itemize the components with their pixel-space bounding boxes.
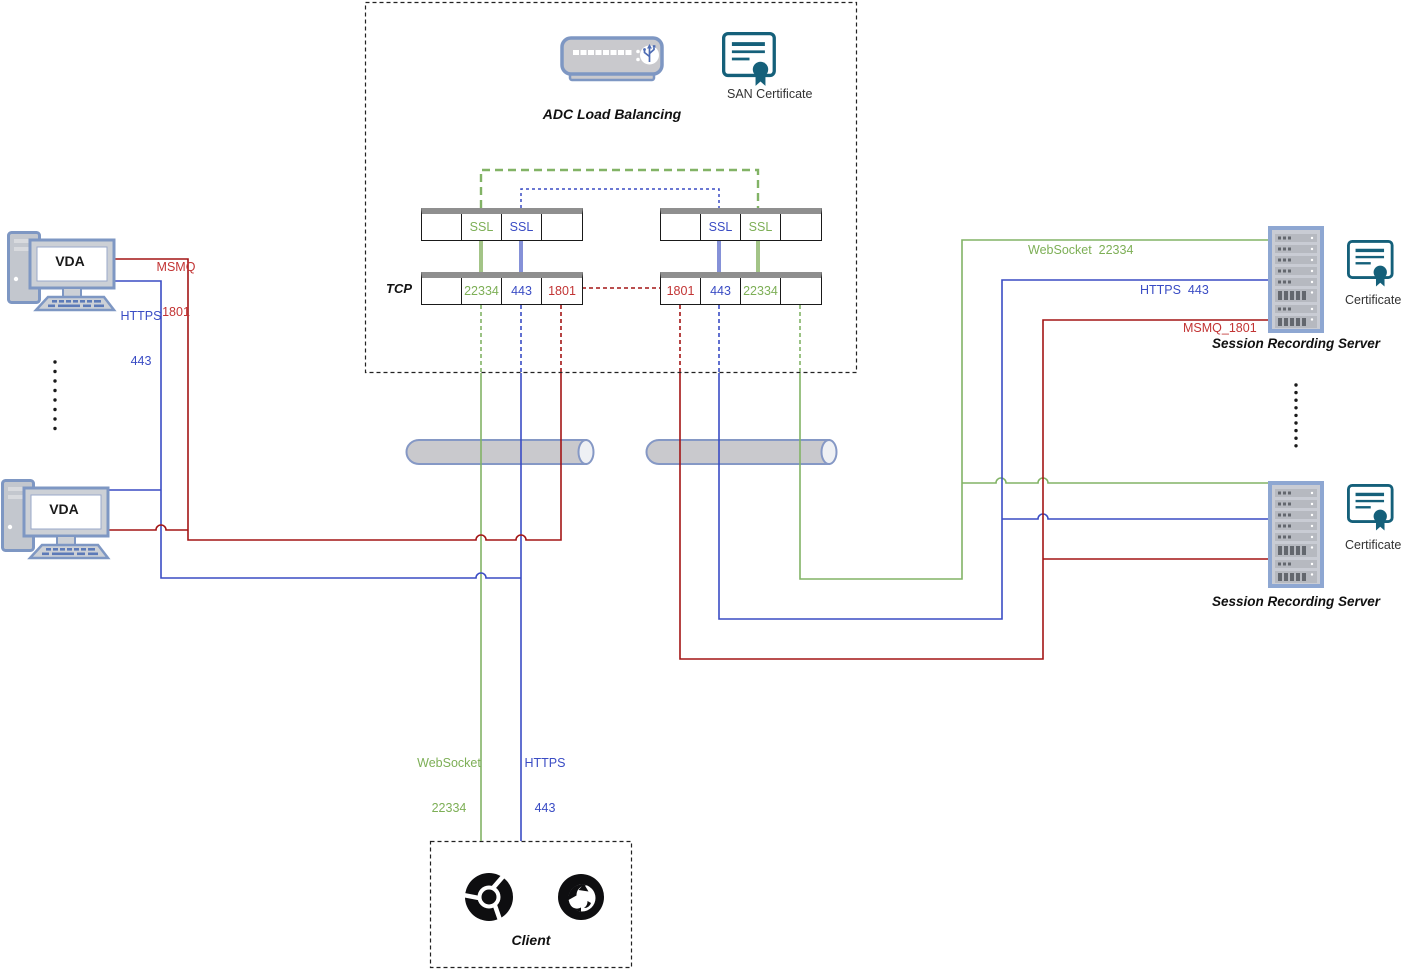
websocket-lines	[479, 168, 1270, 841]
ssl-cell	[661, 214, 701, 240]
https-line-to-server1	[718, 279, 1270, 620]
websocket-port-label-client: WebSocket 22334	[409, 726, 489, 831]
vda-desktop-icon-top	[7, 231, 117, 312]
port-number: 443	[534, 801, 556, 815]
right-tcp-row: 1801 443 22334	[660, 272, 822, 305]
server-rack-icon-bottom	[1268, 481, 1324, 588]
https-port-label-left: HTTPS 443	[101, 279, 181, 384]
ssl-cell	[422, 214, 462, 240]
websocket-line-to-server1	[799, 239, 1270, 580]
vda-desktop-icon-bottom	[1, 479, 111, 560]
port-number: 1801	[162, 305, 190, 319]
ssl-cell-https: SSL	[502, 214, 542, 240]
ssl-loop-green-dashed	[479, 168, 760, 208]
ssl-cell-https: SSL	[701, 214, 741, 240]
https-line-vda1	[110, 280, 521, 579]
tcp-row-label: TCP	[386, 281, 412, 296]
certificate-label-top: Certificate	[1345, 293, 1402, 307]
protocol-name: WebSocket	[417, 756, 481, 770]
msmq-line-vda1	[110, 258, 562, 541]
vda-label-top: VDA	[55, 253, 85, 269]
client-label: Client	[511, 932, 551, 948]
msmq-line-to-server1	[679, 319, 1270, 660]
ssl-cell	[542, 214, 582, 240]
left-tcp-row: 22334 443 1801	[421, 272, 583, 305]
ssl-loop-blue-dashed	[520, 188, 720, 208]
chrome-icon	[463, 873, 513, 921]
ssl-cell-websocket: SSL	[462, 214, 502, 240]
port-number: 22334	[431, 801, 467, 815]
certificate-icon-top	[1347, 240, 1394, 287]
san-certificate-icon	[722, 32, 776, 86]
session-recording-server-label-bottom: Session Recording Server	[1211, 594, 1381, 609]
protocol-name: HTTPS	[524, 756, 566, 770]
protocol-name: HTTPS	[120, 309, 162, 323]
pipe-right	[645, 439, 838, 465]
session-recording-server-label-top: Session Recording Server	[1211, 336, 1381, 351]
vda-ellipsis	[53, 360, 57, 431]
tcp-port-cell	[781, 278, 821, 304]
right-ssl-row: SSL SSL	[660, 208, 822, 241]
port-number: 443	[130, 354, 152, 368]
msmq-lines	[104, 258, 1270, 660]
tcp-port-cell-22334: 22334	[741, 278, 781, 304]
tcp-port-cell-443: 443	[701, 278, 741, 304]
tcp-port-cell-443: 443	[502, 278, 542, 304]
certificate-label-bottom: Certificate	[1345, 538, 1402, 552]
websocket-branch-server2	[962, 477, 1270, 484]
tcp-port-cell	[422, 278, 462, 304]
msmq-port-label-left: MSMQ 1801	[136, 230, 216, 335]
certificate-icon-bottom	[1347, 484, 1394, 531]
firefox-icon	[558, 874, 604, 920]
https-port-label-right: HTTPS 443	[1140, 283, 1209, 297]
server-ellipsis	[1294, 383, 1298, 448]
server-rack-icon-top	[1268, 226, 1324, 333]
websocket-port-label-right: WebSocket 22334	[1028, 243, 1134, 257]
vda-label-bottom: VDA	[49, 501, 79, 517]
load-balancer-icon	[560, 36, 664, 82]
https-port-label-client: HTTPS 443	[505, 726, 585, 831]
ssl-cell	[781, 214, 821, 240]
tcp-port-cell-22334: 22334	[462, 278, 502, 304]
msmq-port-label-right: MSMQ_1801	[1183, 321, 1257, 335]
pipe-left	[405, 439, 595, 465]
client-box	[429, 840, 633, 969]
adc-title: ADC Load Balancing	[542, 106, 682, 122]
left-ssl-row: SSL SSL	[421, 208, 583, 241]
adc-load-balancing-box	[364, 1, 858, 374]
tcp-port-cell-1801: 1801	[542, 278, 582, 304]
tcp-port-cell-1801: 1801	[661, 278, 701, 304]
ssl-cell-websocket: SSL	[741, 214, 781, 240]
msmq-line-vda2	[104, 524, 188, 531]
protocol-name: MSMQ	[156, 260, 196, 274]
san-certificate-label: SAN Certificate	[727, 87, 813, 101]
